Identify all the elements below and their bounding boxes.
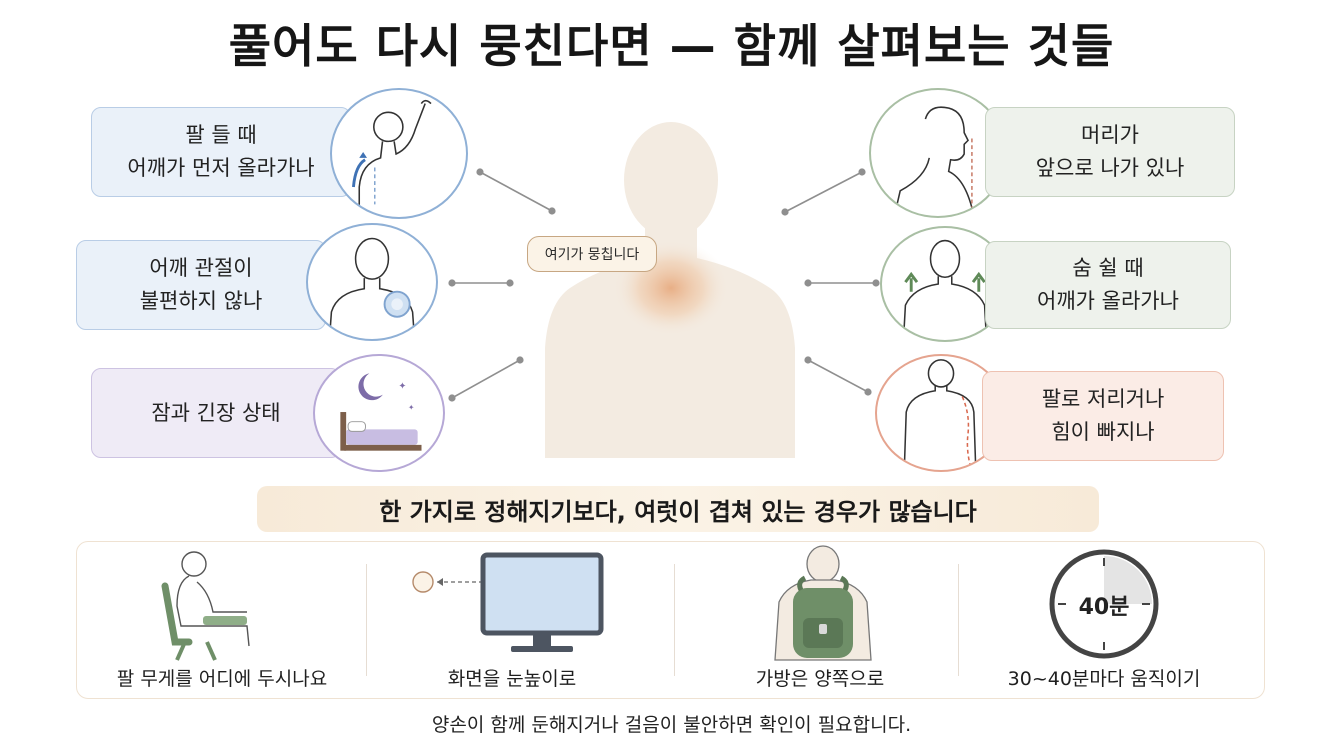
timer-readout: 40분 <box>1079 595 1130 620</box>
sleep-moon-icon: ✦ ✦ <box>313 354 445 472</box>
tip-backpack: 가방은 양쪽으로 <box>675 542 965 700</box>
connector-dot <box>476 168 484 176</box>
connector-dot <box>548 207 556 215</box>
item-arm-numbness-label: 팔로 저리거나 힘이 빠지나 <box>982 371 1224 461</box>
footer-note: 양손이 함께 둔해지거나 걸음이 불안하면 확인이 필요합니다. <box>431 714 912 736</box>
item-breathing-label: 숨 쉴 때 어깨가 올라가나 <box>985 241 1231 329</box>
item-head-forward-label: 머리가 앞으로 나가 있나 <box>985 107 1235 197</box>
connector-line <box>451 359 521 399</box>
tip-armrest-label: 팔 무게를 어디에 두시나요 <box>116 668 328 690</box>
tip-timer-label: 30~40분마다 움직이기 <box>1007 668 1201 690</box>
tip-monitor: 화면을 눈높이로 <box>367 542 657 700</box>
connector-dot <box>516 356 524 364</box>
tips-panel: 팔 무게를 어디에 두시나요 화면을 눈높이로 가방은 양쪽으로 <box>76 541 1265 699</box>
tip-monitor-label: 화면을 눈높이로 <box>447 668 577 690</box>
connector-line <box>479 171 553 212</box>
svg-text:✦: ✦ <box>408 403 415 412</box>
tip-backpack-label: 가방은 양쪽으로 <box>755 668 885 690</box>
connector-dot <box>858 168 866 176</box>
svg-text:✦: ✦ <box>398 381 406 392</box>
shoulder-joint-icon <box>306 223 438 341</box>
timer-icon: 40분 <box>1049 549 1159 659</box>
page-title: 풀어도 다시 뭉친다면 — 함께 살펴보는 것들 <box>228 19 1115 73</box>
connector-dot <box>506 279 514 287</box>
connector-dot <box>448 279 456 287</box>
connector-dot <box>864 388 872 396</box>
tip-armrest: 팔 무게를 어디에 두시나요 <box>77 542 367 700</box>
tension-bubble: 여기가 뭉칩니다 <box>527 236 657 272</box>
summary-banner: 한 가지로 정해지기보다, 여럿이 겹쳐 있는 경우가 많습니다 <box>257 486 1099 532</box>
tip-divider <box>958 564 959 676</box>
torso-shape <box>545 218 795 458</box>
connector-dot <box>448 394 456 402</box>
head-profile-icon <box>869 88 1007 218</box>
head-shape <box>624 122 718 238</box>
connector-line <box>784 171 863 213</box>
connector-dot <box>804 356 812 364</box>
connector-dot <box>781 208 789 216</box>
item-arm-raise-label: 팔 들 때 어깨가 먼저 올라가나 <box>91 107 351 197</box>
connector-dot <box>872 279 880 287</box>
tip-divider <box>674 564 675 676</box>
monitor-eye-level-icon <box>412 552 604 652</box>
connector-dot <box>804 279 812 287</box>
tip-divider <box>366 564 367 676</box>
item-shoulder-joint-label: 어깨 관절이 불편하지 않나 <box>76 240 326 330</box>
item-sleep-label: 잠과 긴장 상태 <box>91 368 341 458</box>
backpack-icon <box>774 545 872 661</box>
tip-timer: 40분 30~40분마다 움직이기 <box>959 542 1264 700</box>
arm-raise-icon <box>330 88 468 219</box>
connector-line <box>807 359 869 393</box>
armrest-chair-icon <box>161 551 250 661</box>
torso-figure <box>545 122 795 458</box>
